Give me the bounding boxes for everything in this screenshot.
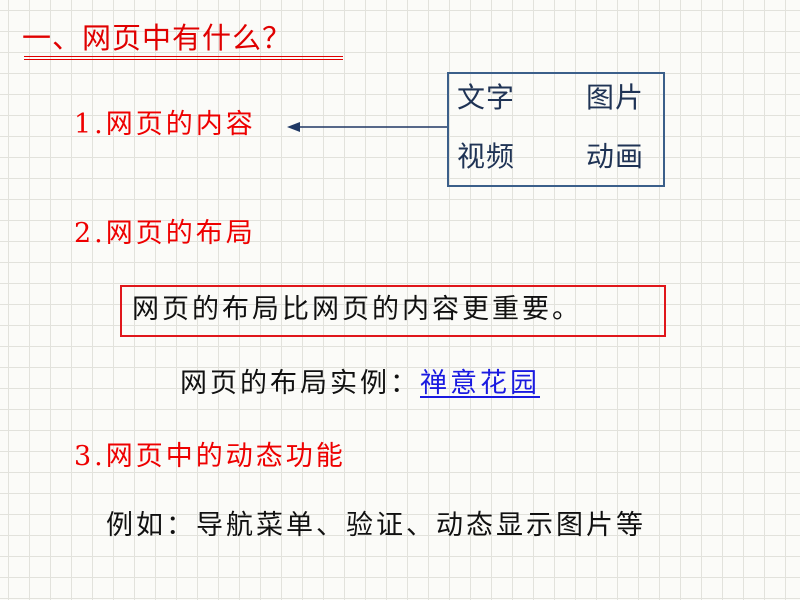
section-3-number: 3.: [74, 441, 106, 472]
layout-note-text: 网页的布局比网页的内容更重要。: [132, 294, 582, 325]
zen-garden-link[interactable]: 禅意花园: [420, 368, 540, 399]
content-type-image: 图片: [586, 81, 645, 114]
section-3-heading: 3.网页中的动态功能: [74, 440, 346, 474]
section-1-label: 网页的内容: [105, 109, 256, 140]
title-double-underline: [24, 56, 343, 60]
content-type-text: 文字: [457, 81, 516, 114]
section-2-heading: 2.网页的布局: [74, 217, 256, 251]
layout-example-label: 网页的布局实例：: [180, 368, 420, 399]
dynamic-features-example: 例如：导航菜单、验证、动态显示图片等: [106, 510, 646, 541]
section-2-label: 网页的布局: [105, 218, 256, 249]
content-type-video: 视频: [457, 140, 516, 173]
layout-example-line: 网页的布局实例：禅意花园: [180, 366, 540, 402]
content-types-box: [447, 72, 665, 187]
section-3-label: 网页中的动态功能: [105, 441, 346, 472]
layout-note-box: [120, 285, 666, 337]
content-type-animation: 动画: [586, 140, 645, 173]
arrow-left-icon: [287, 122, 449, 132]
section-1-heading: 1.网页的内容: [74, 108, 256, 142]
slide-title: 一、网页中有什么？: [22, 21, 293, 55]
section-1-number: 1.: [74, 109, 106, 140]
section-2-number: 2.: [74, 218, 106, 249]
